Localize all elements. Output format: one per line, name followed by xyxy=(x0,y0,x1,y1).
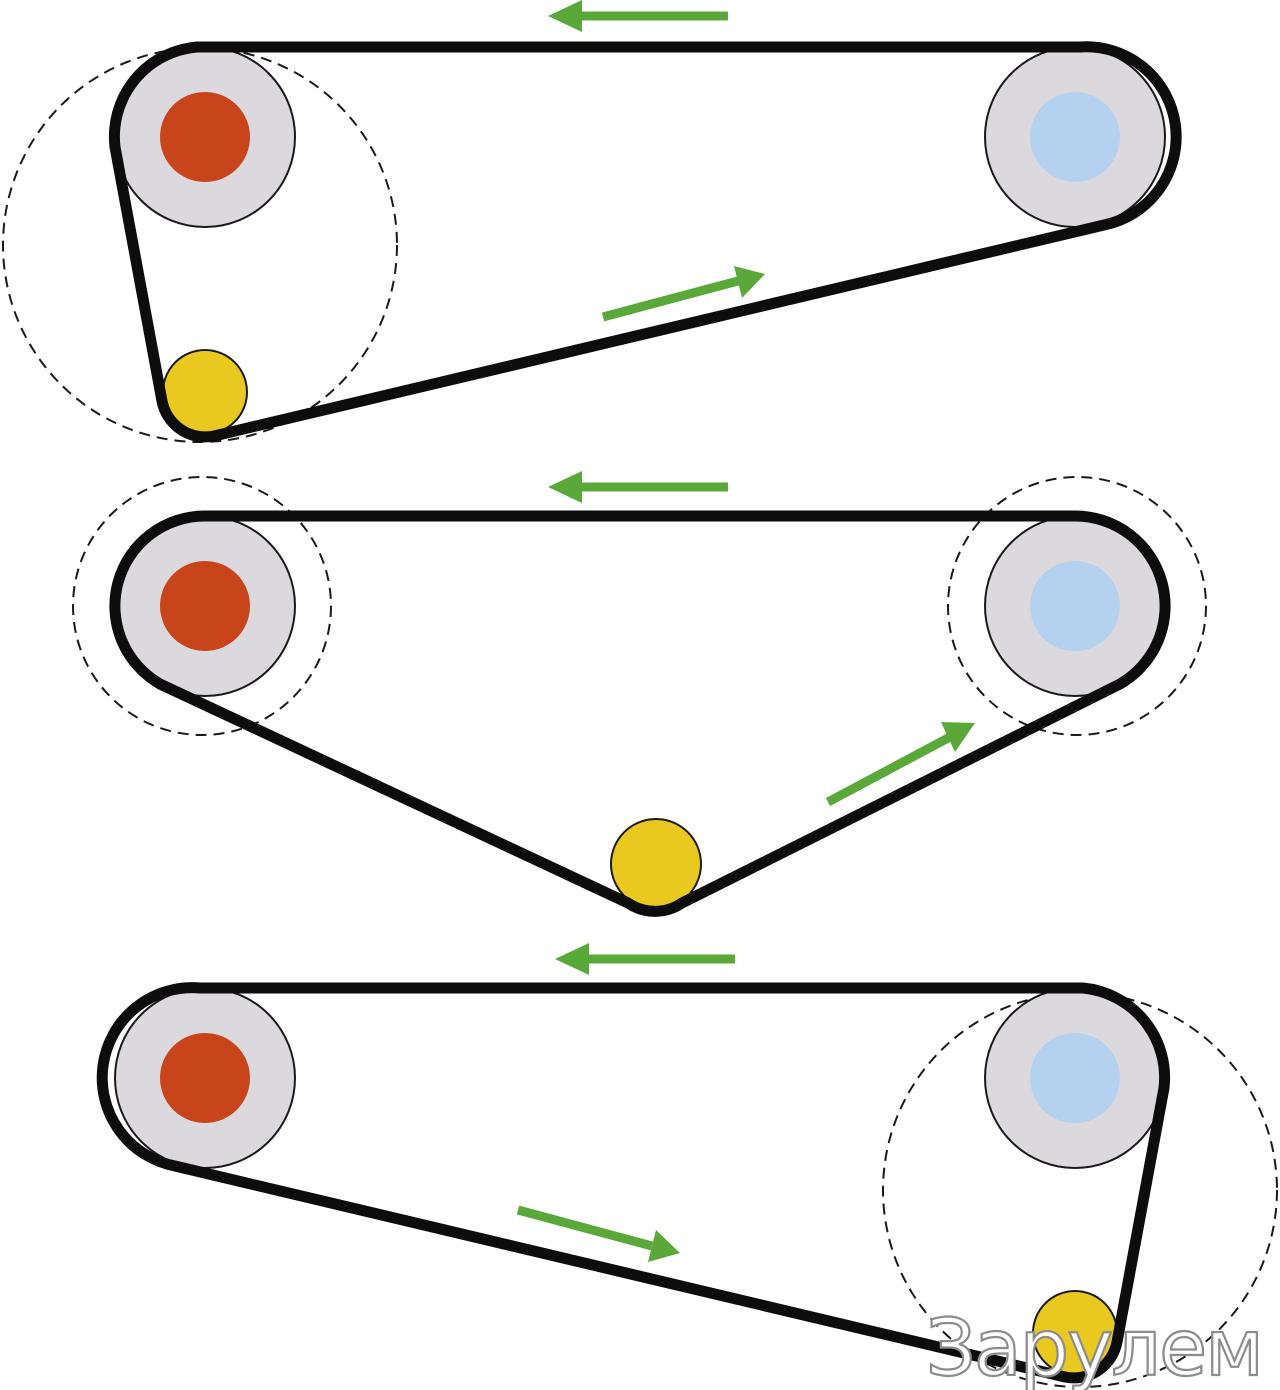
driven-pulley-hub xyxy=(1030,1033,1120,1123)
arrow-left xyxy=(555,943,735,975)
dashed-circle-around-driven-pulley xyxy=(947,476,1207,736)
panel-middle xyxy=(72,471,1207,917)
panel-bottom: Зарулем xyxy=(96,943,1278,1390)
panel-top xyxy=(2,0,1182,443)
arrow-up-right xyxy=(825,722,975,806)
arrow-left xyxy=(548,471,728,503)
belt xyxy=(109,510,1171,917)
belt xyxy=(96,982,1171,1384)
arrow-down-right xyxy=(516,1205,680,1262)
drive-pulley-hub xyxy=(160,1033,250,1123)
driven-pulley-hub xyxy=(1030,561,1120,651)
drive-pulley-hub xyxy=(160,561,250,651)
arrow-up-right xyxy=(601,266,765,322)
driven-pulley-hub xyxy=(1030,92,1120,182)
dashed-circle-around-drive-pulley xyxy=(72,476,332,736)
drive-pulley-hub xyxy=(160,92,250,182)
watermark: Зарулем xyxy=(926,1304,1262,1390)
arrow-left xyxy=(548,0,728,32)
belt xyxy=(108,41,1182,443)
